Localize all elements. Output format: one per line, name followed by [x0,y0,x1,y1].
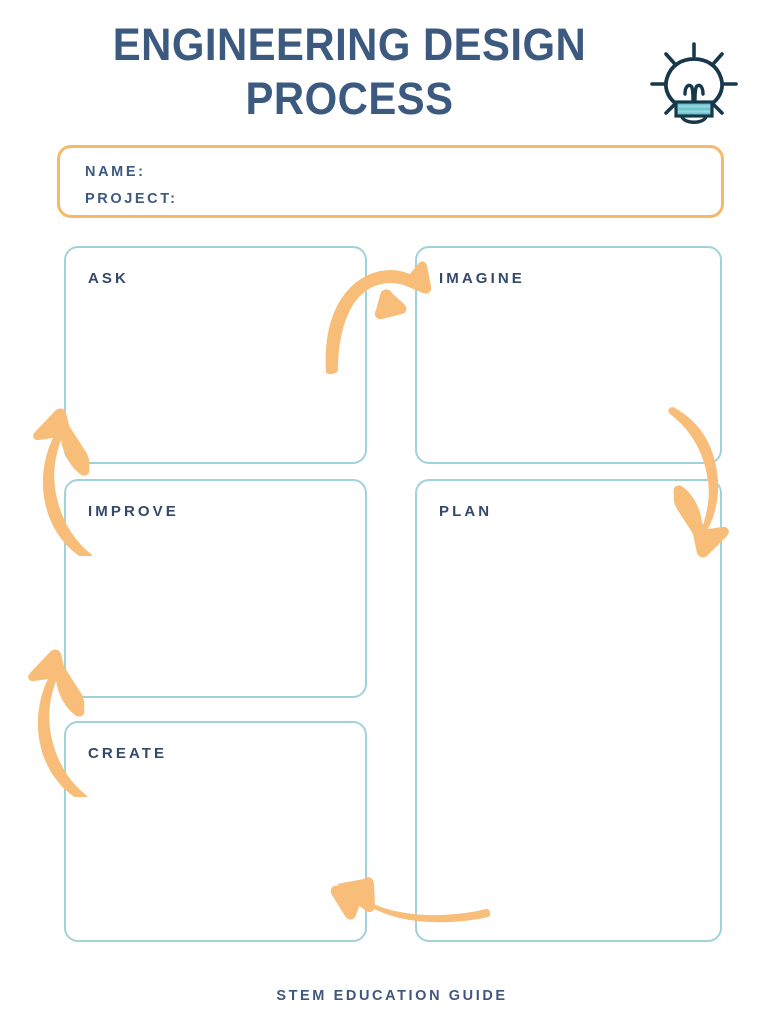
name-label: NAME: [85,164,146,180]
stage-label-imagine: IMAGINE [439,270,525,287]
project-label: PROJECT: [85,191,178,207]
name-project-box[interactable]: NAME: PROJECT: [57,145,724,218]
lightbulb-icon [638,40,750,132]
stage-box-plan[interactable]: PLAN [415,479,722,942]
stage-box-improve[interactable]: IMPROVE [64,479,367,698]
stage-label-plan: PLAN [439,503,493,520]
stage-box-ask[interactable]: ASK [64,246,367,464]
stage-label-improve: IMPROVE [88,503,179,520]
footer-text: STEM EDUCATION GUIDE [276,988,508,1004]
header: ENGINEERING DESIGN PROCESS [0,18,784,130]
stage-label-ask: ASK [88,270,129,287]
stage-label-create: CREATE [88,745,168,762]
page-title: ENGINEERING DESIGN PROCESS [112,19,587,124]
stage-box-imagine[interactable]: IMAGINE [415,246,722,464]
stage-box-create[interactable]: CREATE [64,721,367,942]
